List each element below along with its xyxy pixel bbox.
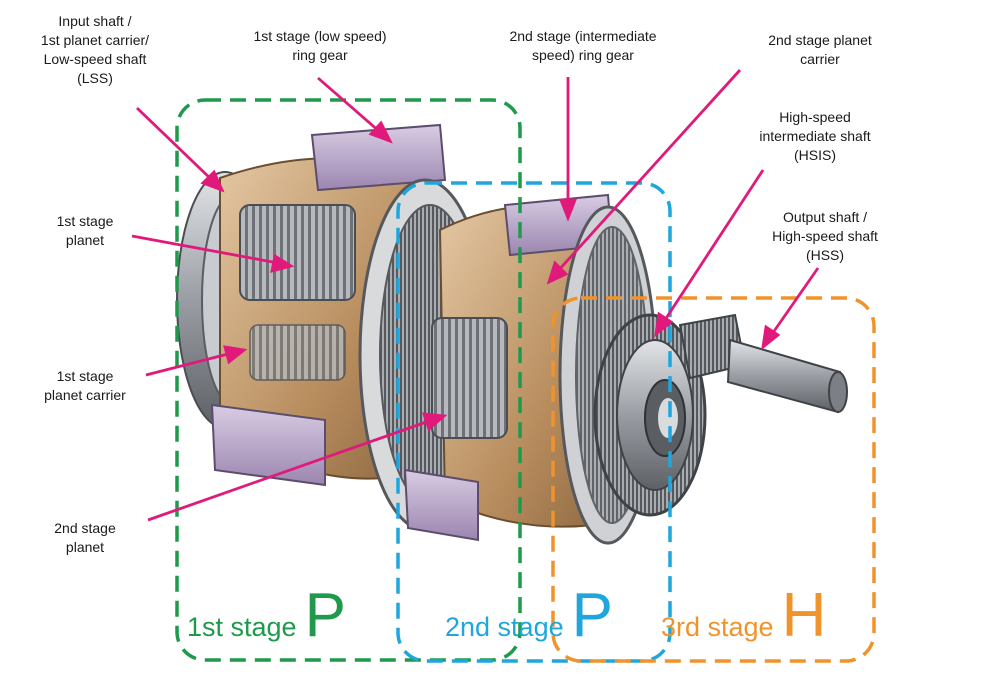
- arrow-carrier2: [546, 69, 742, 285]
- arrow-carrier1: [145, 345, 248, 377]
- stage2-text: 2nd stage: [445, 612, 564, 642]
- arrow-planet2: [147, 412, 448, 522]
- label-ring1: 1st stage (low speed)ring gear: [253, 28, 387, 63]
- arrow-ring2: [558, 77, 578, 222]
- stage3-text: 3rd stage: [661, 612, 774, 642]
- stage2-letter: P: [571, 581, 613, 650]
- arrow-input-shaft: [136, 106, 225, 193]
- stage3-box: [551, 296, 876, 663]
- ring1-top: [310, 123, 447, 192]
- stage3-letter: H: [781, 581, 827, 650]
- stage2-box: [396, 181, 672, 663]
- stage1-text: 1st stage: [187, 612, 297, 642]
- arrow-output-shaft: [761, 267, 820, 351]
- ring1-bottom: [210, 403, 326, 487]
- planet2-gear: [431, 317, 508, 439]
- ring2-bottom: [403, 468, 479, 542]
- label-input-shaft: Input shaft /1st planet carrier/ Low-spe…: [40, 13, 150, 86]
- arrow-planet1: [131, 234, 295, 273]
- hss-shaft: [726, 338, 842, 414]
- stage1-box: [175, 98, 522, 662]
- arrow-hsis: [654, 169, 765, 338]
- arrow-ring1: [317, 76, 393, 144]
- planet1-gear: [239, 204, 356, 301]
- stage1-letter: P: [304, 581, 346, 650]
- label-output-shaft: Output shaft /High-speed shaft(HSS): [772, 209, 878, 263]
- gearbox-illustration: [176, 123, 848, 545]
- callout-arrows: [131, 69, 820, 522]
